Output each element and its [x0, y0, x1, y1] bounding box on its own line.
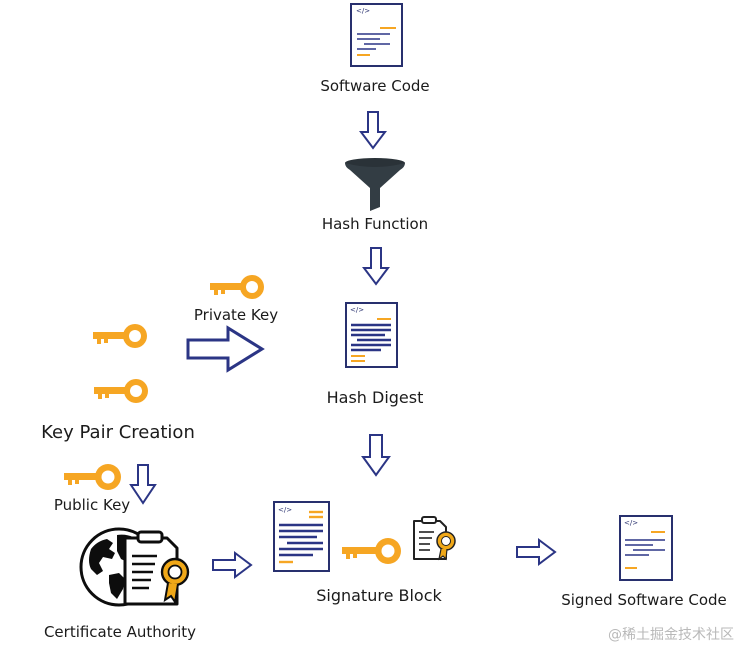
- certificate-icon: [123, 530, 190, 606]
- key-icon-pair-top: [93, 324, 147, 348]
- signature-block-label: Signature Block: [316, 586, 442, 605]
- certificate-icon-small: [413, 516, 456, 561]
- arrow-down-icon-2: [362, 247, 390, 286]
- arrow-right-icon-certificate: [212, 551, 253, 579]
- software-code-document-icon: </>: [350, 3, 403, 67]
- public-key-label: Public Key: [53, 496, 131, 514]
- hash-function-label: Hash Function: [321, 215, 429, 233]
- signed-software-code-document-icon: </>: [619, 515, 673, 581]
- funnel-icon: [345, 158, 405, 211]
- hash-digest-document-icon: </>: [345, 302, 398, 368]
- key-pair-creation-label: Key Pair Creation: [41, 422, 195, 443]
- svg-text:</>: </>: [624, 519, 638, 527]
- key-icon-public: [64, 464, 121, 490]
- private-key-label: Private Key: [193, 306, 279, 324]
- watermark: @稀土掘金技术社区: [608, 627, 734, 643]
- arrow-down-icon-4: [129, 464, 157, 505]
- signature-block-document-icon: </>: [273, 501, 330, 572]
- svg-text:</>: </>: [278, 506, 292, 514]
- arrow-down-icon-3: [361, 434, 391, 477]
- software-code-label: Software Code: [320, 77, 430, 95]
- key-icon-signature: [342, 538, 401, 564]
- arrow-right-icon-signed: [516, 538, 557, 566]
- arrow-down-icon-1: [359, 111, 387, 150]
- svg-text:</>: </>: [350, 306, 364, 314]
- svg-text:</>: </>: [356, 7, 370, 15]
- certificate-authority-label: Certificate Authority: [43, 623, 197, 641]
- hash-digest-label: Hash Digest: [326, 388, 424, 407]
- signed-software-code-label: Signed Software Code: [561, 591, 727, 609]
- key-icon-pair-bottom: [94, 379, 148, 403]
- arrow-right-icon-private-key: [186, 325, 265, 373]
- key-icon-private: [210, 275, 264, 299]
